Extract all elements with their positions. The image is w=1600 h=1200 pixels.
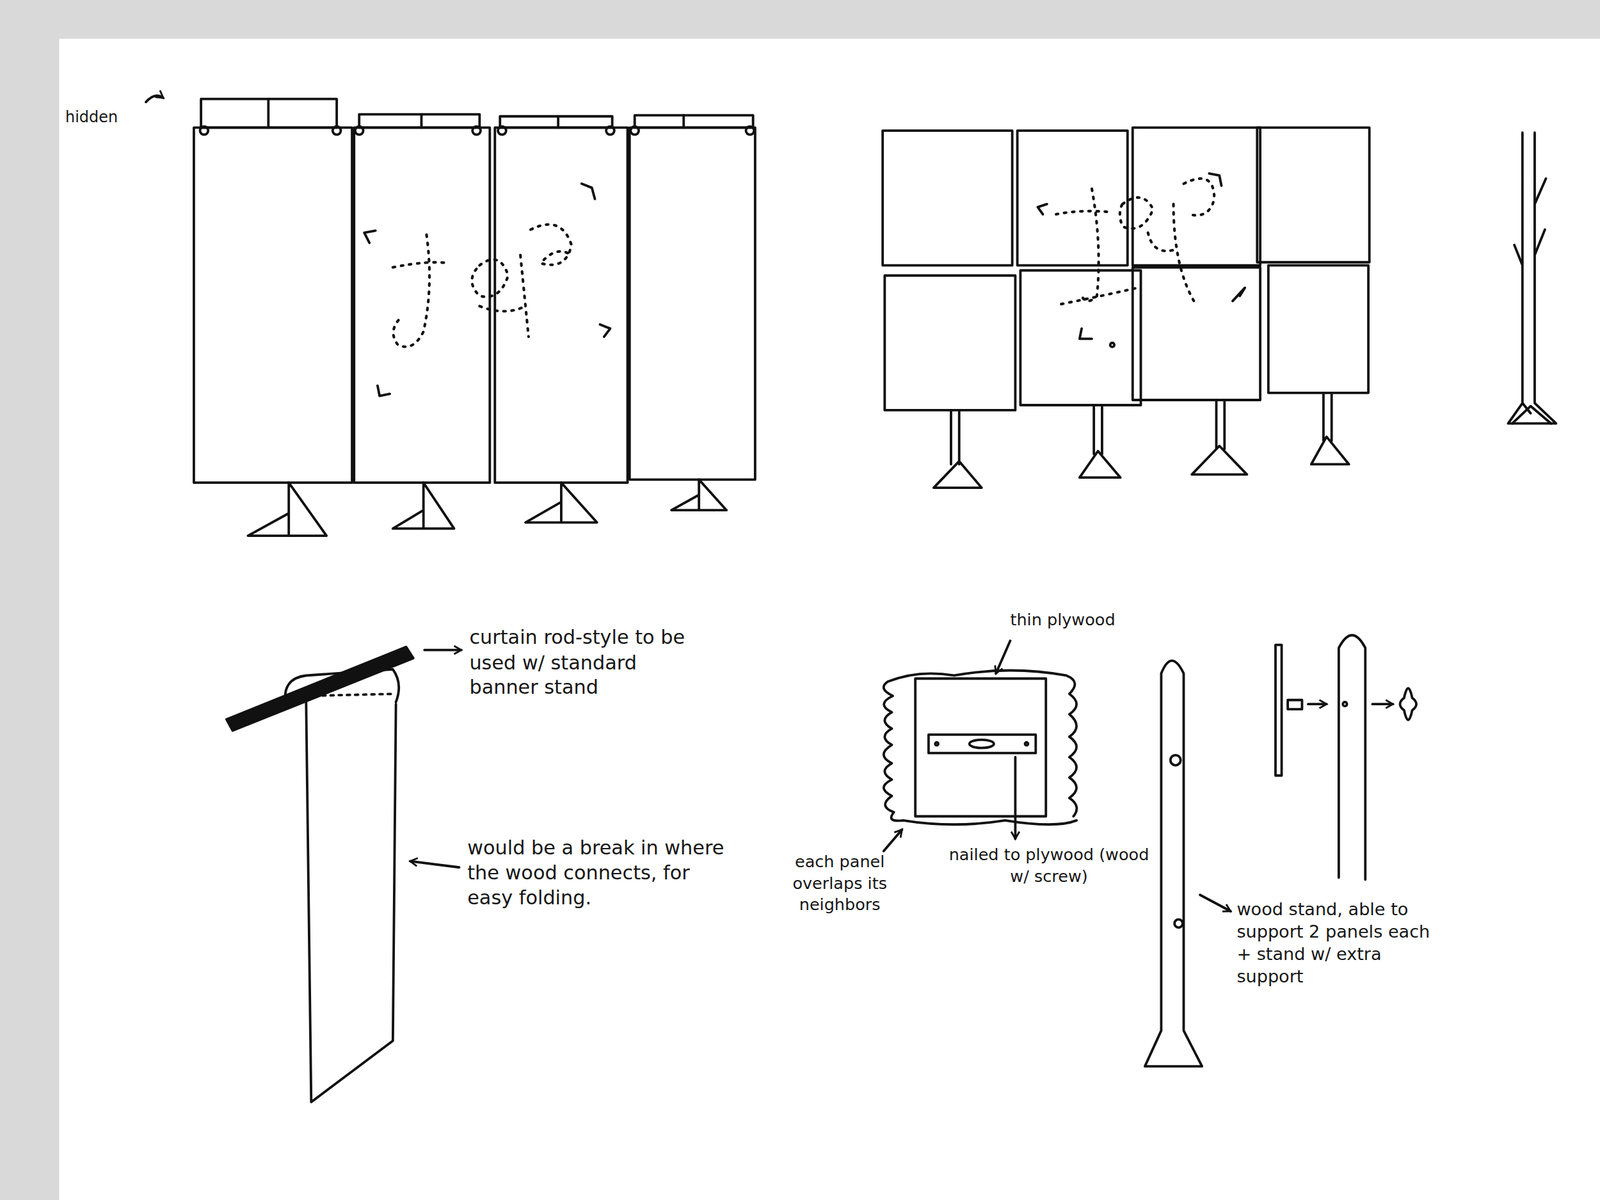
note-nailed: nailed to plywood (wood w/ screw) bbox=[947, 844, 1152, 888]
note-wood-stand: wood stand, able to support 2 panels eac… bbox=[1236, 897, 1441, 989]
note-curtain-rod: curtain rod-style to be used w/ standard… bbox=[469, 624, 704, 701]
note-hidden: hidden bbox=[65, 108, 148, 128]
note-plywood: thin plywood bbox=[1009, 609, 1153, 632]
note-break: would be a break in where the wood conne… bbox=[467, 834, 735, 911]
note-overlap: each panel overlaps its neighbors bbox=[763, 851, 917, 916]
